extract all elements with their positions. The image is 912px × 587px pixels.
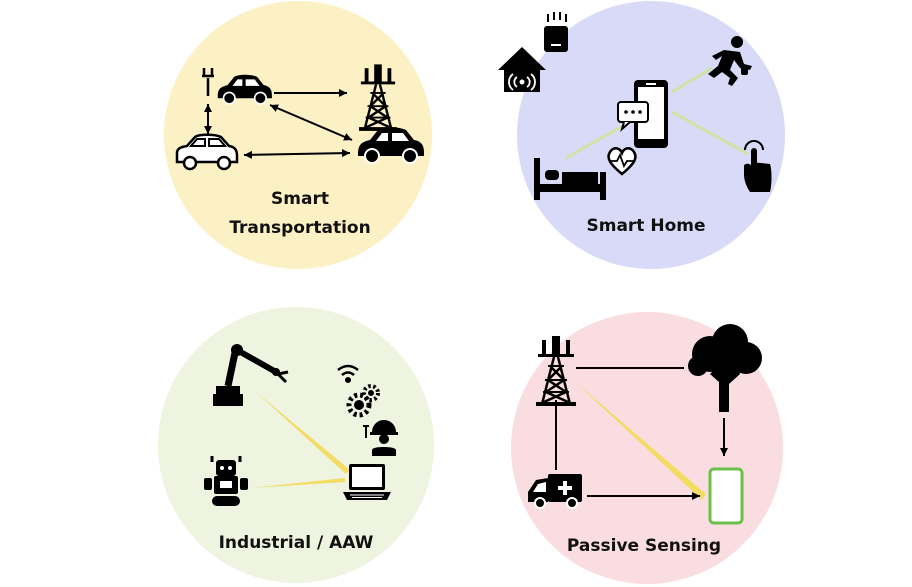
charging-car-icon [202,68,273,105]
chat-bubble-icon [617,101,649,132]
robot-icon [204,456,248,506]
panel-title-line2: Transportation [229,218,370,238]
touch-hand-icon [744,140,772,192]
bed-icon [534,158,606,200]
router-icon [544,12,568,52]
running-person-icon [708,36,752,86]
panel-passive-sensing: Passive Sensing [511,312,783,584]
robot-arm-icon [213,344,289,406]
panel-title: Industrial / AAW [219,533,374,553]
laptop-icon [343,464,391,500]
wireless-links [565,66,749,160]
panel-title-line1: Smart [271,189,329,209]
heart-rate-icon [607,147,637,176]
wireless-beam [575,382,706,500]
smart-home-icon [498,47,546,92]
panel-title: Passive Sensing [567,536,721,556]
smartphone-icon [708,467,744,525]
panel-title: Smart Home [586,216,705,236]
ambulance-icon [528,474,582,509]
wireless-beams [250,392,350,488]
engineer-icon [363,420,398,456]
signal-paths [555,367,728,500]
panel-industrial-aaw: Industrial / AAW [158,307,434,583]
panel-smart-home: Smart Home [498,1,785,269]
link-arrows [204,89,353,159]
panel-smart-transportation: Smart Transportation [164,1,432,269]
wifi-icon [337,364,359,384]
gears-icon [346,384,380,418]
tree-icon [688,324,762,412]
